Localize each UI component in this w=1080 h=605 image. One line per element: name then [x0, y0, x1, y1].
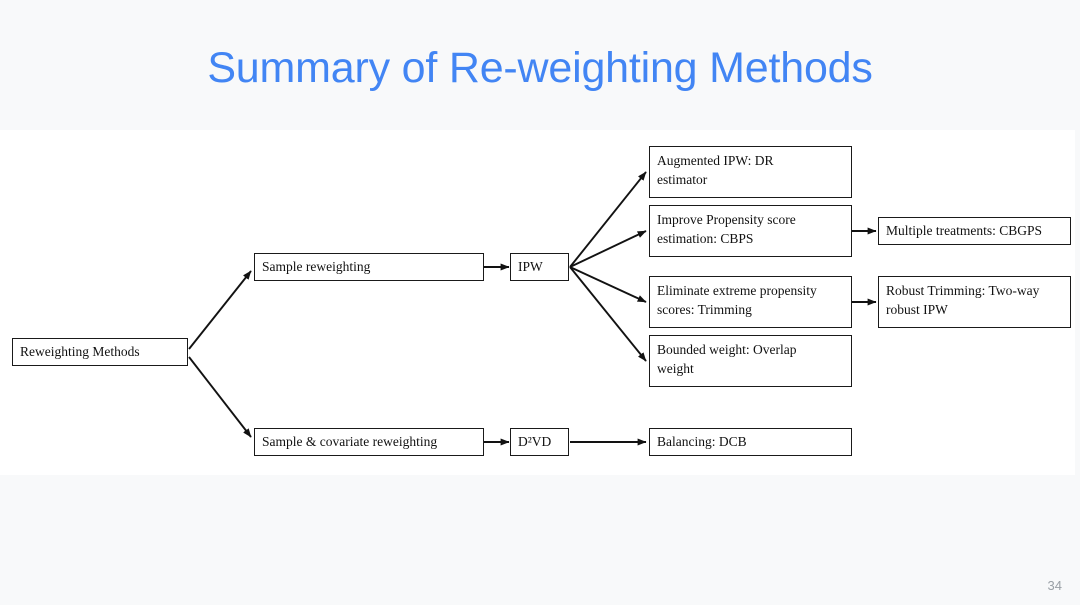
edge-root-to-samplecov — [188, 356, 252, 438]
node-d2vd[interactable]: D²VD — [510, 428, 569, 456]
edge-ipw-to-trimming — [569, 266, 647, 303]
diagram-connectors — [188, 171, 877, 446]
page-number: 34 — [1047, 578, 1062, 593]
node-balancing-dcb[interactable]: Balancing: DCB — [649, 428, 852, 456]
node-augmented-ipw-dr-estimator[interactable]: Augmented IPW: DR estimator — [649, 146, 852, 198]
edge-root-to-sample — [188, 270, 252, 350]
diagram-canvas: Reweighting Methods Sample reweighting S… — [0, 130, 1075, 475]
node-label: Improve Propensity score estimation: CBP… — [657, 212, 796, 247]
slide-header: Summary of Re-weighting Methods — [0, 0, 1080, 130]
edge-ipw-to-aipw — [569, 171, 647, 268]
edge-ipw-to-cbps — [569, 230, 647, 268]
node-label: D²VD — [518, 434, 552, 450]
node-sample-reweighting[interactable]: Sample reweighting — [254, 253, 484, 281]
node-label: Sample & covariate reweighting — [262, 434, 438, 450]
node-multiple-treatments-cbgps[interactable]: Multiple treatments: CBGPS — [878, 217, 1071, 245]
node-label: Bounded weight: Overlap weight — [657, 342, 797, 377]
page-title: Summary of Re-weighting Methods — [207, 44, 873, 92]
node-ipw[interactable]: IPW — [510, 253, 569, 281]
node-label: Balancing: DCB — [657, 434, 747, 450]
node-label: Robust Trimming: Two-way robust IPW — [886, 283, 1040, 318]
node-label: Multiple treatments: CBGPS — [886, 223, 1043, 239]
node-reweighting-methods[interactable]: Reweighting Methods — [12, 338, 188, 366]
node-label: Sample reweighting — [262, 259, 371, 275]
node-label: Reweighting Methods — [20, 344, 140, 360]
edge-ipw-to-overlap — [569, 266, 647, 362]
node-label: Augmented IPW: DR estimator — [657, 153, 774, 188]
node-eliminate-extreme-propensity-trimming[interactable]: Eliminate extreme propensity scores: Tri… — [649, 276, 852, 328]
node-label: Eliminate extreme propensity scores: Tri… — [657, 283, 817, 318]
node-bounded-weight-overlap-weight[interactable]: Bounded weight: Overlap weight — [649, 335, 852, 387]
node-label: IPW — [518, 259, 543, 275]
node-robust-trimming-two-way-robust-ipw[interactable]: Robust Trimming: Two-way robust IPW — [878, 276, 1071, 328]
node-improve-propensity-score-cbps[interactable]: Improve Propensity score estimation: CBP… — [649, 205, 852, 257]
node-sample-covariate-reweighting[interactable]: Sample & covariate reweighting — [254, 428, 484, 456]
